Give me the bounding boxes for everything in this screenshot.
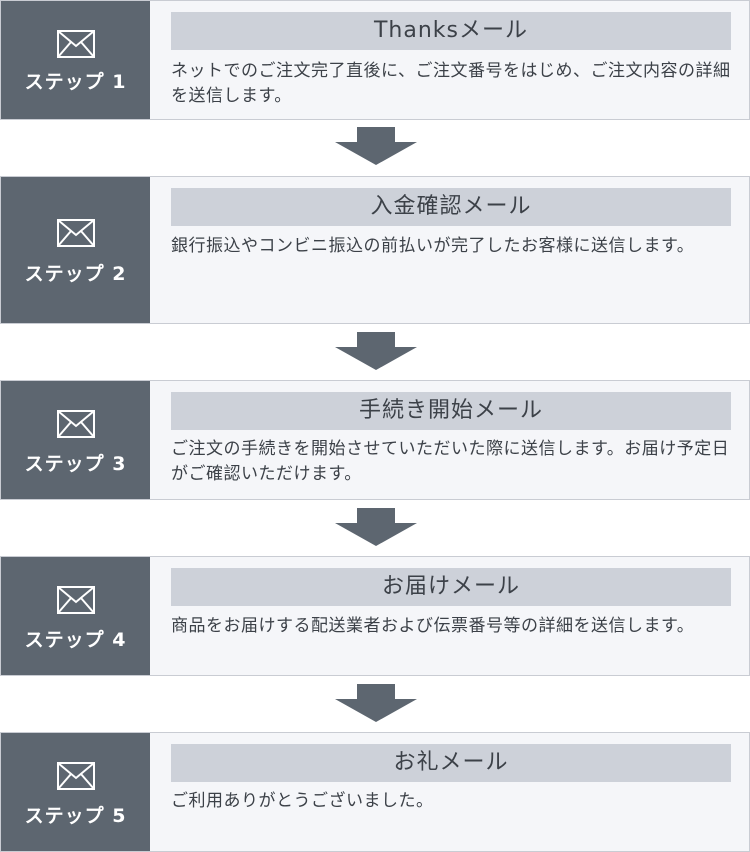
step-description: ネットでのご注文完了直後に、ご注文番号をはじめ、ご注文内容の詳細を送信します。 [171,61,731,106]
step-sidebar: ステップ 4 [1,557,150,675]
step-number-label: ステップ 2 [24,263,127,285]
step-number-label: ステップ 4 [24,629,127,651]
step-description: ご利用ありがとうございました。 [171,791,434,811]
step-sidebar: ステップ 5 [1,733,150,851]
step-title: Thanksメール [171,12,731,50]
step-description: 商品をお届けする配送業者および伝票番号等の詳細を送信します。 [171,616,695,636]
step-sidebar: ステップ 3 [1,381,150,499]
envelope-icon [57,219,95,247]
step-number-label: ステップ 5 [24,805,127,827]
step-description: ご注文の手続きを開始させていただいた際に送信します。お届け予定日がご確認いただけ… [171,439,730,484]
envelope-icon [57,586,95,614]
step-description: 銀行振込やコンビニ振込の前払いが完了したお客様に送信します。 [171,236,695,256]
step-number-label: ステップ 3 [24,453,127,475]
step-title: 手続き開始メール [171,392,731,430]
step-card-1: ステップ 1 Thanksメール ネットでのご注文完了直後に、ご注文番号をはじめ… [0,0,750,120]
envelope-icon [57,410,95,438]
step-sidebar: ステップ 2 [1,177,150,323]
step-title: お礼メール [171,744,731,782]
step-card-2: ステップ 2 入金確認メール 銀行振込やコンビニ振込の前払いが完了したお客様に送… [0,176,750,324]
arrow-down-icon [335,684,417,722]
envelope-icon [57,30,95,58]
envelope-icon [57,762,95,790]
step-title: 入金確認メール [171,188,731,226]
step-sidebar: ステップ 1 [1,1,150,119]
arrow-down-icon [335,332,417,370]
step-card-3: ステップ 3 手続き開始メール ご注文の手続きを開始させていただいた際に送信しま… [0,380,750,500]
step-number-label: ステップ 1 [24,71,127,93]
step-card-5: ステップ 5 お礼メール ご利用ありがとうございました。 [0,732,750,852]
step-title: お届けメール [171,568,731,606]
step-card-4: ステップ 4 お届けメール 商品をお届けする配送業者および伝票番号等の詳細を送信… [0,556,750,676]
arrow-down-icon [335,127,417,165]
arrow-down-icon [335,508,417,546]
